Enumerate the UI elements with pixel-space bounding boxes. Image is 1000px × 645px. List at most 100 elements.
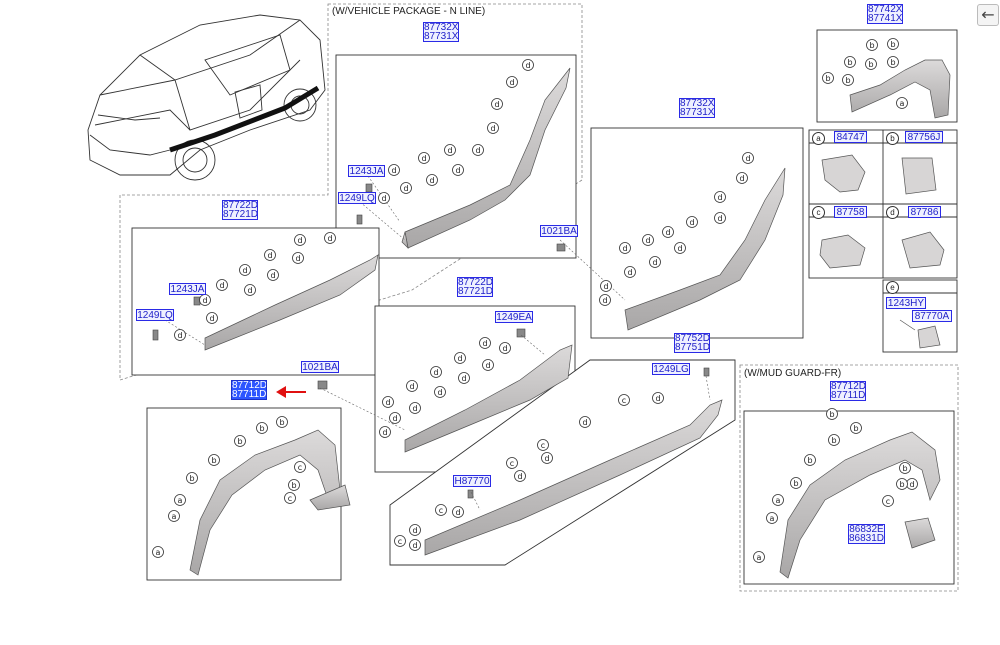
part-number: 87756J	[907, 132, 941, 143]
legend-letter-d: d	[886, 206, 899, 219]
part-number-secondary: 87731X	[680, 107, 715, 118]
part-hotspot-87758[interactable]: 87758	[834, 206, 867, 218]
svg-text:b: b	[279, 418, 284, 427]
part-hotspot-87786[interactable]: 87786	[908, 206, 941, 218]
part-number-secondary: 87731X	[424, 31, 459, 42]
svg-text:b: b	[825, 74, 830, 83]
svg-text:b: b	[868, 60, 873, 69]
svg-text:b: b	[853, 424, 858, 433]
svg-text:b: b	[793, 479, 798, 488]
part-number-primary: 87752D	[675, 333, 710, 344]
svg-text:b: b	[259, 424, 264, 433]
back-arrow-icon: ←	[981, 5, 995, 24]
part-number-primary: 87732X	[424, 22, 459, 33]
legend-letter-a: a	[812, 132, 825, 145]
svg-text:b: b	[845, 76, 850, 85]
svg-text:c: c	[622, 396, 626, 405]
part-number-secondary: 87711D	[831, 390, 866, 401]
part-number-primary: 87722D	[223, 200, 258, 211]
part-number: 1243JA	[349, 166, 384, 177]
svg-text:b: b	[869, 41, 874, 50]
svg-text:a: a	[178, 496, 183, 505]
part-hotspot-1021ba-right[interactable]: 1021BA	[540, 225, 578, 237]
part-number-primary: 87712D	[831, 381, 866, 392]
side-sill-highlight	[169, 85, 320, 153]
legend-letter-c: c	[812, 206, 825, 219]
svg-text:b: b	[899, 480, 904, 489]
svg-text:b: b	[829, 410, 834, 419]
part-shapes	[189, 59, 951, 579]
svg-text:b: b	[890, 58, 895, 67]
legend-letter-e: e	[886, 281, 899, 294]
part-number-secondary: 87751D	[675, 342, 710, 353]
part-number: 84747	[836, 132, 865, 143]
part-number: 87786	[910, 207, 939, 218]
svg-text:b: b	[189, 474, 194, 483]
legend-letter-b: b	[886, 132, 899, 145]
part-number: H87770	[454, 476, 490, 487]
part-hotspot-84747[interactable]: 84747	[834, 131, 867, 143]
part-number: 1249EA	[496, 312, 532, 323]
svg-text:a: a	[770, 514, 775, 523]
selection-arrow	[276, 386, 306, 398]
fasteners	[152, 183, 710, 499]
part-number: 87758	[836, 207, 865, 218]
part-hotspot-1249ea[interactable]: 1249EA	[495, 311, 533, 323]
part-number: 1243HY	[887, 298, 925, 309]
caption-n-line: (W/VEHICLE PACKAGE - N LINE)	[332, 6, 486, 17]
part-number-secondary: 87721D	[458, 286, 493, 297]
svg-text:c: c	[398, 537, 402, 546]
svg-text:a: a	[900, 99, 905, 108]
part-number: 1249LQ	[339, 193, 375, 204]
part-hotspot-1249lq-upper[interactable]: 1249LQ	[338, 192, 376, 204]
svg-text:c: c	[288, 494, 292, 503]
part-number: 1243JA	[170, 284, 205, 295]
part-number-secondary: 87711D	[232, 389, 267, 400]
vehicle-illustration	[87, 14, 326, 181]
svg-text:b: b	[890, 40, 895, 49]
part-number-primary: 87742X	[868, 4, 903, 15]
part-hotspot-h87770[interactable]: H87770	[453, 475, 491, 487]
back-button[interactable]: ←	[977, 4, 999, 26]
svg-text:b: b	[807, 456, 812, 465]
svg-text:b: b	[291, 481, 296, 490]
svg-text:a: a	[776, 496, 781, 505]
svg-text:b: b	[847, 58, 852, 67]
legend-sketches	[819, 154, 945, 349]
part-hotspot-87770a[interactable]: 87770A	[912, 310, 952, 322]
part-number: 87770A	[914, 311, 950, 322]
part-number-secondary: 87741X	[868, 13, 903, 24]
svg-text:c: c	[886, 497, 890, 506]
part-number-primary: 87732X	[680, 98, 715, 109]
part-hotspot-1249lg[interactable]: 1249LG	[652, 363, 690, 375]
part-hotspot-1243ja-lower[interactable]: 1243JA	[169, 283, 206, 295]
svg-text:a: a	[172, 512, 177, 521]
part-number-secondary: 86831D	[849, 533, 885, 544]
part-hotspot-1249lq-lower[interactable]: 1249LQ	[136, 309, 174, 321]
svg-text:b: b	[237, 437, 242, 446]
part-hotspot-1243ja-upper[interactable]: 1243JA	[348, 165, 385, 177]
part-number-secondary: 87721D	[223, 209, 258, 220]
svg-text:a: a	[156, 548, 161, 557]
part-number-primary: 87722D	[458, 277, 493, 288]
svg-text:b: b	[831, 436, 836, 445]
svg-text:b: b	[902, 464, 907, 473]
part-hotspot-1243hy[interactable]: 1243HY	[886, 297, 926, 309]
svg-text:c: c	[439, 506, 443, 515]
part-number: 1021BA	[302, 362, 338, 373]
caption-mud-guard: (W/MUD GUARD-FR)	[744, 368, 842, 379]
part-hotspot-1021ba-left[interactable]: 1021BA	[301, 361, 339, 373]
part-number-primary: 87712D	[232, 380, 267, 391]
part-hotspot-87756j[interactable]: 87756J	[905, 131, 943, 143]
